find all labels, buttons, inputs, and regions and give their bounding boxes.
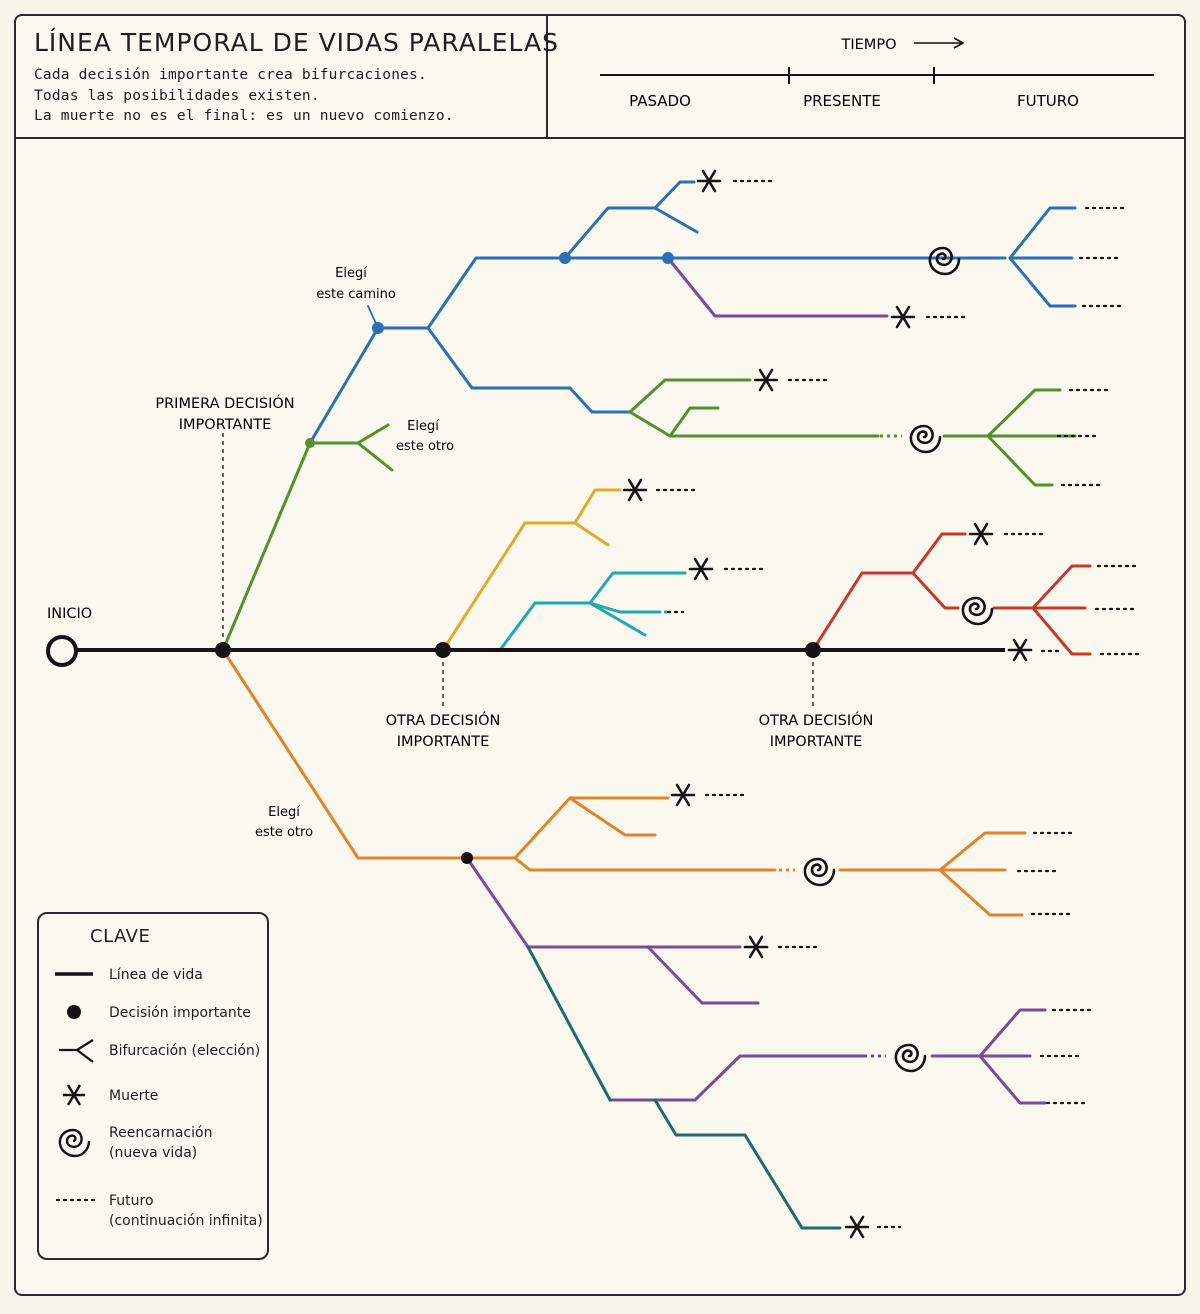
subtitle-line-1: Cada decisión importante crea bifurcacio… [34, 67, 427, 83]
legend-reincarnation-label-1: Reencarnación [109, 1125, 213, 1141]
reincarnation-spiral-icon [894, 1043, 927, 1073]
purple-future-fork [930, 1008, 1047, 1105]
death-icon [753, 368, 779, 392]
legend-future-label-2: (continuación infinita) [109, 1213, 263, 1229]
teal-branch [498, 571, 687, 652]
legend-symbols [55, 972, 97, 1202]
blue-future-fork [1008, 206, 1077, 308]
death-icon [968, 522, 994, 546]
chose-path-label-2: este camino [316, 287, 396, 302]
chose-other-label-1: Elegí [407, 419, 439, 434]
red-future-fork [992, 564, 1092, 656]
decision-b-label-2: IMPORTANTE [770, 734, 862, 750]
orange-future-fork [838, 831, 1027, 917]
decision-point-lower[interactable] [461, 852, 473, 864]
reincarnation-spiral-icon [928, 246, 961, 276]
green-branch-trunk [221, 441, 312, 652]
time-arrow-icon [953, 37, 965, 49]
death-icon [890, 305, 916, 329]
start-node[interactable] [46, 635, 78, 667]
purple-reincarnation-branch [608, 1054, 867, 1102]
blue-node-1 [372, 322, 384, 334]
legend-decision-icon [67, 1005, 81, 1019]
chose-other-low-label-2: este otro [255, 825, 313, 840]
reincarnation-spiral-icon [961, 596, 994, 626]
death-icon [1007, 638, 1033, 662]
decision-a-label-1: OTRA DECISIÓN [386, 711, 501, 729]
time-axis-future-label: FUTURO [1017, 92, 1079, 110]
legend-fork-icon [59, 1039, 94, 1063]
chose-other-low-label-1: Elegí [268, 805, 300, 820]
orange-branch [221, 648, 777, 872]
subtitle-line-2: Todas las posibilidades existen. [34, 88, 320, 104]
legend-death-label: Muerte [109, 1088, 159, 1104]
header-divider [14, 137, 1186, 139]
header-separator [546, 14, 548, 138]
time-axis-past-label: PASADO [629, 92, 691, 110]
legend-lifeline-label: Línea de vida [109, 967, 203, 983]
legend-title: CLAVE [90, 926, 151, 947]
darkteal-branch [526, 945, 842, 1230]
time-axis-present-label: PRESENTE [803, 92, 881, 110]
green-branch-fork [308, 423, 394, 472]
decision-point-a[interactable] [435, 642, 451, 658]
green-node [305, 438, 315, 448]
legend-box: CLAVE Línea de vida Decisión importante … [37, 912, 269, 1260]
blue-branch-main [308, 256, 1007, 445]
legend-future-label-1: Futuro [109, 1193, 154, 1209]
reincarnation-spiral-icon [803, 857, 836, 887]
blue-node-3 [662, 252, 674, 264]
first-decision-label-1: PRIMERA DECISIÓN [155, 394, 294, 412]
green-future-fork [986, 388, 1077, 487]
reincarnation-spiral-icon [909, 424, 942, 454]
first-decision-label-2: IMPORTANTE [179, 417, 271, 433]
decision-a-label-2: IMPORTANTE [397, 734, 489, 750]
yellow-branch [441, 488, 622, 652]
purple-upper-branch [666, 256, 889, 318]
death-icon [622, 478, 648, 502]
legend-decision-label: Decisión importante [109, 1005, 251, 1021]
decision-point-b[interactable] [805, 642, 821, 658]
purple-lower-branch [465, 856, 760, 1005]
legend-spiral-icon [58, 1128, 91, 1158]
page-title: LÍNEA TEMPORAL DE VIDAS PARALELAS [34, 28, 560, 57]
legend-death-icon [63, 1084, 85, 1106]
time-axis-label: TIEMPO [841, 37, 897, 53]
chose-other-label-2: este otro [396, 439, 454, 454]
death-icon [688, 557, 714, 581]
start-label: INICIO [47, 606, 92, 622]
decision-b-label-1: OTRA DECISIÓN [759, 711, 874, 729]
death-icon [670, 783, 696, 807]
death-icon [696, 169, 722, 193]
blue-lower-branch [426, 326, 632, 414]
legend-reincarnation-label-2: (nueva vida) [109, 1145, 198, 1161]
legend-fork-label: Bifurcación (elección) [109, 1043, 261, 1059]
green-mid-branch [628, 378, 880, 438]
blue-upper-fork [563, 180, 699, 260]
chose-path-label-1: Elegí [335, 266, 367, 281]
blue-node-2 [559, 252, 571, 264]
death-icon [844, 1215, 870, 1239]
death-icon [743, 935, 769, 959]
subtitle-line-3: La muerte no es el final: es un nuevo co… [34, 108, 454, 124]
decision-point-first[interactable] [215, 642, 231, 658]
red-branch [811, 532, 967, 652]
